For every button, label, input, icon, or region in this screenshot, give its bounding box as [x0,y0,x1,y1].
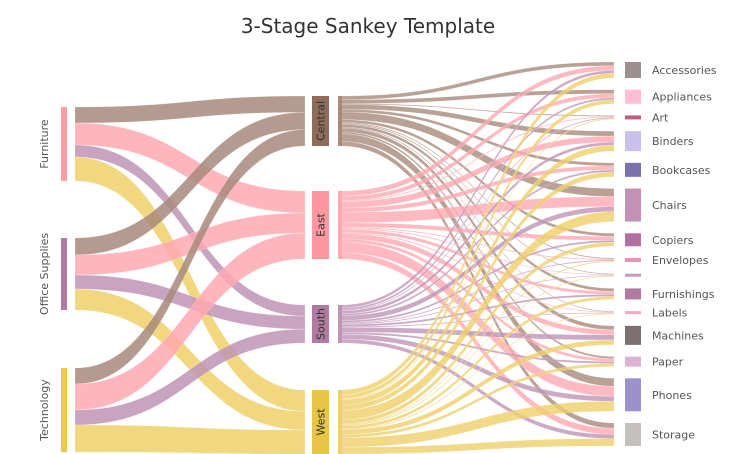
legend-swatch-accessories [625,62,641,78]
flow-west-to-phones [339,401,615,448]
flow-technology-to-east [74,232,306,411]
stage2-flows [339,61,615,454]
node-technology [61,368,67,452]
label-east: East [315,212,328,236]
node-west [312,390,329,454]
flow-technology-to-central [74,129,306,385]
legend-label-paper: Paper [652,356,684,369]
flow-technology-to-west [74,424,306,454]
legend-label-accessories: Accessories [652,64,717,77]
flow-west-to-storage [339,438,615,454]
legend-label-appliances: Appliances [652,91,712,104]
legend-swatch-copiers [625,233,641,247]
node-central [312,96,329,146]
legend-swatch-appliances [625,89,641,104]
legend-label-envelopes: Envelopes [652,254,709,267]
legend-label-bookcases: Bookcases [652,164,711,177]
flow-west-to-bookcases [339,171,615,411]
node-east-out [338,191,342,259]
label-technology: Technology [38,379,51,442]
legend-label-art: Art [652,111,669,124]
node-south [312,305,329,343]
node-west-out [338,390,342,454]
legend-label-labels: Labels [652,307,688,320]
flow-west-to-envelopes [339,260,615,426]
label-south: South [315,308,328,340]
legend-swatch-storage [625,423,641,446]
legend-swatch-art [625,115,641,120]
legend-label-binders: Binders [652,135,694,148]
flow-west-to-furnishings [339,296,615,429]
legend-label-storage: Storage [652,429,695,442]
node-south-out [338,305,342,343]
flow-west-to-copiers [339,242,615,425]
legend-swatch-labels [625,311,641,315]
legend-swatch-binders [625,131,641,152]
legend-label-furnishings: Furnishings [652,288,715,301]
flow-west-to-binders [339,144,615,406]
flow-west-to-labels [339,313,615,430]
legend-label-copiers: Copiers [652,234,694,247]
legend-label-phones: Phones [652,389,692,402]
node-central-out [338,96,342,146]
flow-west-to-paper [339,363,615,438]
flow-west-to-appliances [339,99,615,399]
flow-west-to-art [339,118,615,400]
chart-title: 3-Stage Sankey Template [240,14,496,38]
flow-west-to-accessories [339,73,615,395]
legend-swatch-unlabeled [625,273,641,277]
node-furniture [61,107,67,181]
legend-swatch-envelopes [625,258,641,262]
node-east [312,191,329,259]
legend-swatch-furnishings [625,288,641,300]
legend-swatch-chairs [625,188,641,222]
label-west: West [315,408,328,436]
legend-swatch-machines [625,325,641,345]
legend-swatch-bookcases [625,162,641,177]
node-office-supplies [61,238,67,310]
legend-swatch-phones [625,378,641,412]
legend-label-chairs: Chairs [652,199,687,212]
flow-west-to-chairs [339,211,615,421]
legend-swatch-paper [625,356,641,367]
label-office-supplies: Office Supplies [38,233,51,315]
flow-west-to-unlabeled [339,275,615,427]
label-furniture: Furniture [38,119,51,169]
label-central: Central [315,101,328,141]
stage1-flows [74,95,306,454]
legend-label-machines: Machines [652,329,704,342]
flow-west-to-machines [339,339,615,435]
